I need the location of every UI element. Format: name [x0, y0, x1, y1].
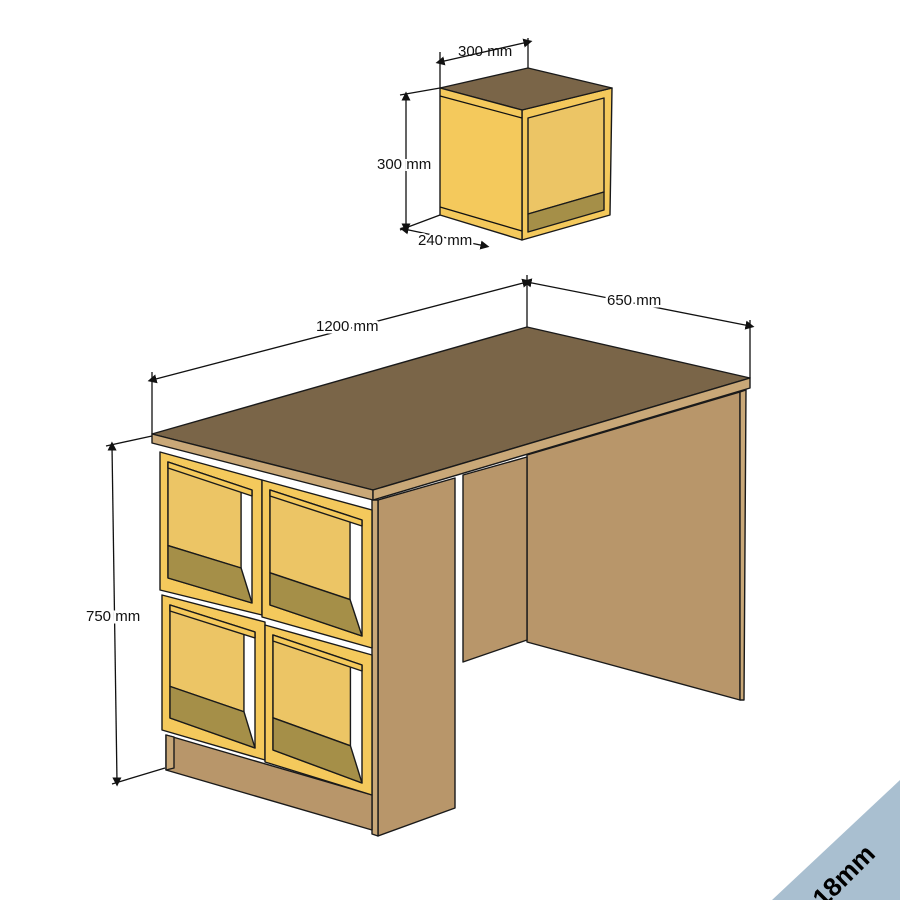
wall-shelf-illustration	[439, 67, 613, 241]
shelf-edge-line	[439, 95, 523, 119]
shelf-height-label: 300 mm	[377, 156, 431, 173]
cubby-floor	[167, 544, 253, 604]
desk-base-edge	[165, 734, 175, 771]
desk-height-label: 750 mm	[86, 608, 140, 625]
shelf-front-face	[439, 87, 523, 241]
desk-illustration	[151, 326, 751, 837]
shelf-edge-line	[439, 206, 523, 232]
desk-right-panel-edge	[739, 389, 747, 701]
desk-length-label: 1200 mm	[316, 318, 379, 335]
cubby-top-rail	[269, 489, 363, 527]
desk-left-leg-side	[377, 477, 456, 837]
desktop-side-edge	[372, 377, 751, 501]
cubby-floor	[169, 685, 256, 749]
shelf-inner-floor	[527, 191, 605, 233]
dimension-lines: 300 mm 300 mm 240 mm 1200 mm 650 mm 750 …	[84, 38, 755, 787]
cubby-floor	[269, 572, 363, 637]
cubby-floor	[272, 717, 363, 784]
desk-left-leg-edge	[371, 499, 379, 837]
desk-depth-label: 650 mm	[607, 292, 661, 309]
cubby-top-rail	[169, 604, 256, 639]
cubby-top-rail	[272, 634, 363, 672]
shelf-depth-label: 240 mm	[418, 232, 472, 249]
shelf-width-label: 300 mm	[458, 43, 512, 60]
cubby-top-rail	[167, 461, 253, 497]
desk-middle-panel	[462, 456, 528, 663]
thickness-badge: 18mm	[772, 780, 900, 900]
cubby-group	[159, 451, 373, 796]
